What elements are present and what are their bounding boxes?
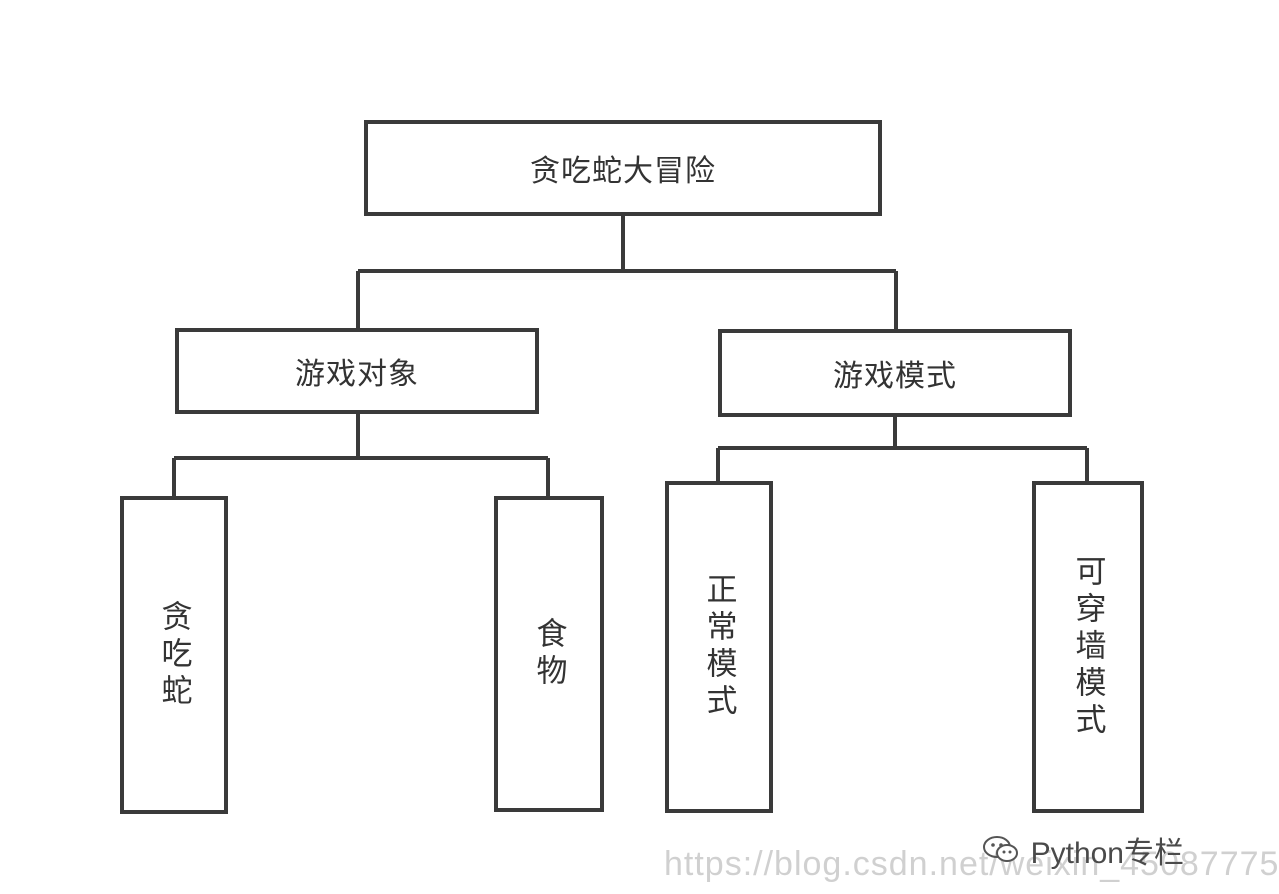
channel-name: Python专栏 xyxy=(1030,837,1184,870)
game-modes-label: 游戏模式 xyxy=(833,359,957,394)
channel-watermark: Python专栏 xyxy=(981,828,1184,872)
normal-mode-node: 正常模式 xyxy=(665,481,773,813)
root-node: 贪吃蛇大冒险 xyxy=(364,120,882,216)
wall-pass-mode-label: 可穿墙模式 xyxy=(1069,554,1106,740)
snake-node: 贪吃蛇 xyxy=(120,496,228,814)
game-modes-node: 游戏模式 xyxy=(718,329,1072,417)
normal-mode-label: 正常模式 xyxy=(700,573,737,721)
wall-pass-mode-node: 可穿墙模式 xyxy=(1032,481,1144,813)
game-objects-node: 游戏对象 xyxy=(175,328,539,414)
hierarchy-diagram: 贪吃蛇大冒险 游戏对象 游戏模式 贪吃蛇 食物 正常模式 可穿墙模式 xyxy=(120,120,1144,814)
game-objects-label: 游戏对象 xyxy=(295,357,419,392)
wechat-icon xyxy=(982,836,1018,862)
snake-label: 贪吃蛇 xyxy=(155,599,192,711)
blog-url-watermark: https://blog.csdn.net/weixin_45087775 xyxy=(664,845,1279,883)
food-node: 食物 xyxy=(494,496,604,812)
root-node-label: 贪吃蛇大冒险 xyxy=(530,154,716,189)
food-label: 食物 xyxy=(530,617,567,691)
